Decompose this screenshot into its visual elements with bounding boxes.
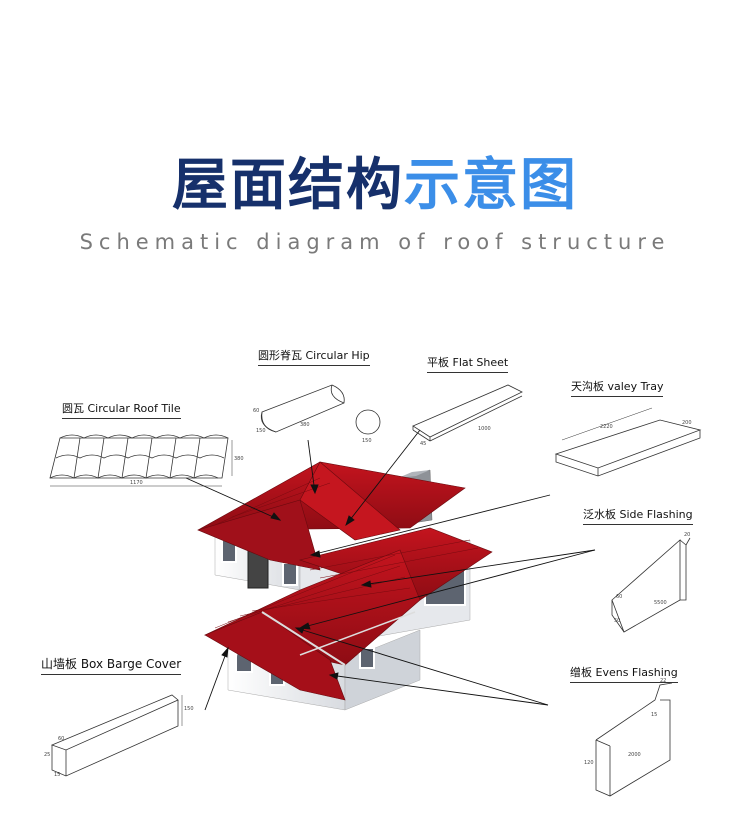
dim-side-length: 5500 — [654, 600, 667, 606]
dim-barge-d: 150 — [184, 706, 194, 712]
house-illustration — [197, 461, 493, 711]
dim-flat-length: 1000 — [478, 426, 491, 432]
dim-hip-a: 60 — [253, 408, 259, 414]
dim-flat-a: 45 — [420, 441, 426, 447]
valey-tray-drawing — [554, 407, 702, 477]
flat-sheet-drawing — [412, 384, 523, 442]
label-circular-hip: 圆形脊瓦 Circular Hip — [258, 347, 370, 366]
dim-tray-width: 200 — [682, 420, 692, 426]
dim-evens-c: 120 — [584, 760, 594, 766]
eaves-trim — [299, 611, 416, 656]
roof-hip-front — [299, 461, 401, 541]
dim-roof-tile-height: 380 — [234, 456, 244, 462]
dim-side-c: 50 — [614, 618, 620, 624]
label-circular-roof-tile: 圆瓦 Circular Roof Tile — [62, 400, 181, 419]
label-evens-flashing: 缯板 Evens Flashing — [570, 664, 678, 683]
title-part-2: 示意图 — [404, 153, 578, 218]
dim-hip-b: 150 — [256, 428, 266, 434]
dim-hip-diameter: 150 — [362, 438, 372, 444]
barge-trim — [261, 611, 346, 666]
evens-flashing-drawing — [595, 682, 673, 797]
side-flashing-drawing — [611, 537, 691, 633]
circular-roof-tile-drawing — [49, 434, 233, 487]
dim-roof-tile-width: 1170 — [130, 480, 143, 486]
page-title: 屋面结构示意图 — [0, 140, 750, 221]
house-chimney-top — [398, 470, 430, 478]
dim-tray-length: 2220 — [600, 424, 613, 430]
roof-front-gable — [204, 611, 346, 701]
label-flat-sheet: 平板 Flat Sheet — [427, 354, 509, 373]
dim-evens-b: 15 — [651, 712, 657, 718]
label-valey-tray: 天沟板 valey Tray — [571, 378, 664, 397]
dim-barge-a: 60 — [58, 736, 64, 742]
circular-hip-drawing — [260, 384, 381, 435]
dim-evens-a: 22 — [660, 678, 666, 684]
dim-hip-length: 380 — [300, 422, 310, 428]
page-subtitle: Schematic diagram of roof structure — [79, 230, 671, 254]
dim-side-a: 60 — [616, 594, 622, 600]
house-window — [282, 562, 298, 586]
roof-back-side — [197, 499, 321, 571]
house-wall-side — [344, 629, 421, 711]
dim-barge-c: 15 — [54, 772, 60, 778]
dim-barge-b: 25 — [44, 752, 50, 758]
box-barge-cover-drawing — [50, 694, 183, 777]
house-window — [359, 647, 375, 669]
label-side-flashing: 泛水板 Side Flashing — [583, 506, 693, 525]
label-box-barge-cover: 山墙板 Box Barge Cover — [41, 655, 182, 675]
title-part-1: 屋面结构 — [172, 153, 404, 218]
pointer-lines — [185, 429, 596, 711]
dim-side-b: 20 — [684, 532, 690, 538]
dim-evens-length: 2000 — [628, 752, 641, 758]
